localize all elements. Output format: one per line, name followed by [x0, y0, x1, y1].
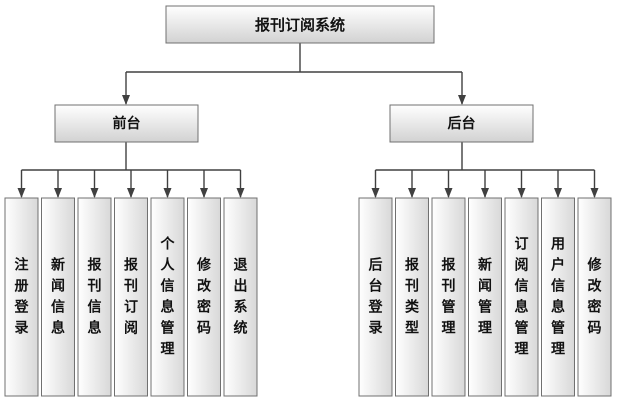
root-box	[165, 5, 435, 44]
leaf-label: 新闻管理	[478, 257, 492, 337]
leaf-label: 修改密码	[587, 257, 603, 337]
leaf-box	[577, 197, 612, 397]
leaf-box	[4, 197, 39, 397]
root-label: 报刊订阅系统	[255, 16, 345, 34]
leaf-label: 订阅信息管理	[515, 236, 529, 358]
leaf-box	[41, 197, 75, 397]
leaf-box	[223, 197, 258, 397]
leaf-label: 用户信息管理	[551, 237, 565, 358]
leaf-label: 退出系统	[234, 258, 248, 337]
branch-1-box	[54, 104, 199, 143]
leaf-box	[395, 197, 429, 397]
connectors	[17, 43, 599, 198]
leaf-box	[541, 197, 575, 397]
leaf-box	[77, 197, 112, 397]
leaf-label: 个人信息管理	[160, 236, 176, 358]
branch-2-box	[389, 104, 534, 143]
leaf-label: 注册登录	[14, 257, 30, 337]
leaf-box	[468, 197, 502, 397]
leaf-box	[150, 197, 185, 397]
leaf-label: 报刊类型	[405, 258, 420, 337]
leaf-label: 后台登录	[368, 257, 384, 337]
leaf-box	[431, 197, 466, 397]
leaf-box	[187, 197, 221, 397]
leaf-box	[114, 197, 148, 397]
leaf-label: 报刊管理	[442, 258, 456, 337]
branch-2-label: 后台	[448, 115, 476, 132]
leaf-box	[358, 197, 393, 397]
leaf-box	[504, 197, 539, 397]
leaf-label: 修改密码	[196, 257, 212, 337]
leaf-label: 报刊信息	[88, 258, 102, 337]
leaf-label: 报刊订阅	[124, 258, 138, 337]
leaf-label: 新闻信息	[51, 257, 65, 337]
branch-1-label: 前台	[113, 115, 141, 132]
